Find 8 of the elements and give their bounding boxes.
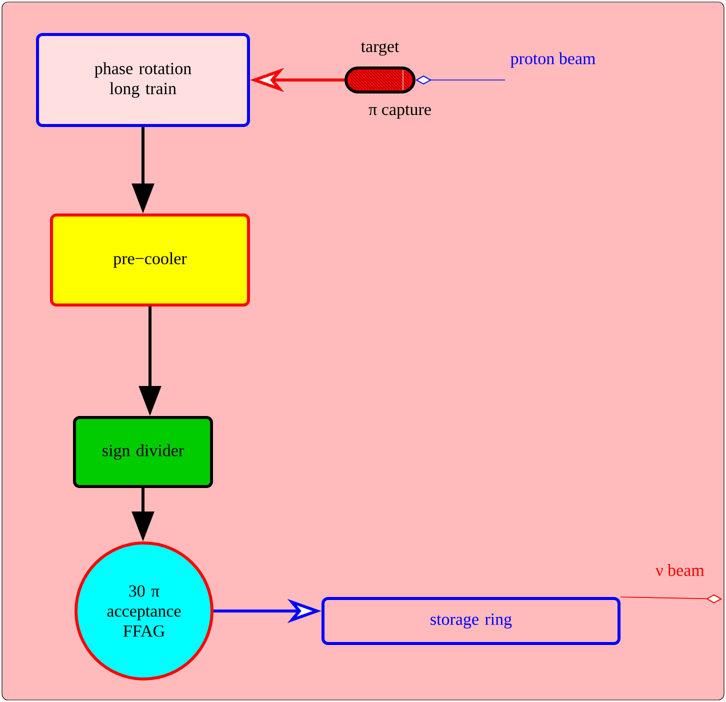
process-box: phase rotation long train [36, 33, 250, 127]
caption-text: π capture [368, 105, 431, 119]
edge-label: ν beam [656, 564, 704, 576]
process-box: pre−cooler [50, 214, 250, 306]
process-box: storage ring [322, 597, 620, 645]
process-box: sign divider [73, 416, 213, 488]
caption-text: target [360, 42, 400, 56]
edge-label: proton beam [510, 52, 596, 68]
